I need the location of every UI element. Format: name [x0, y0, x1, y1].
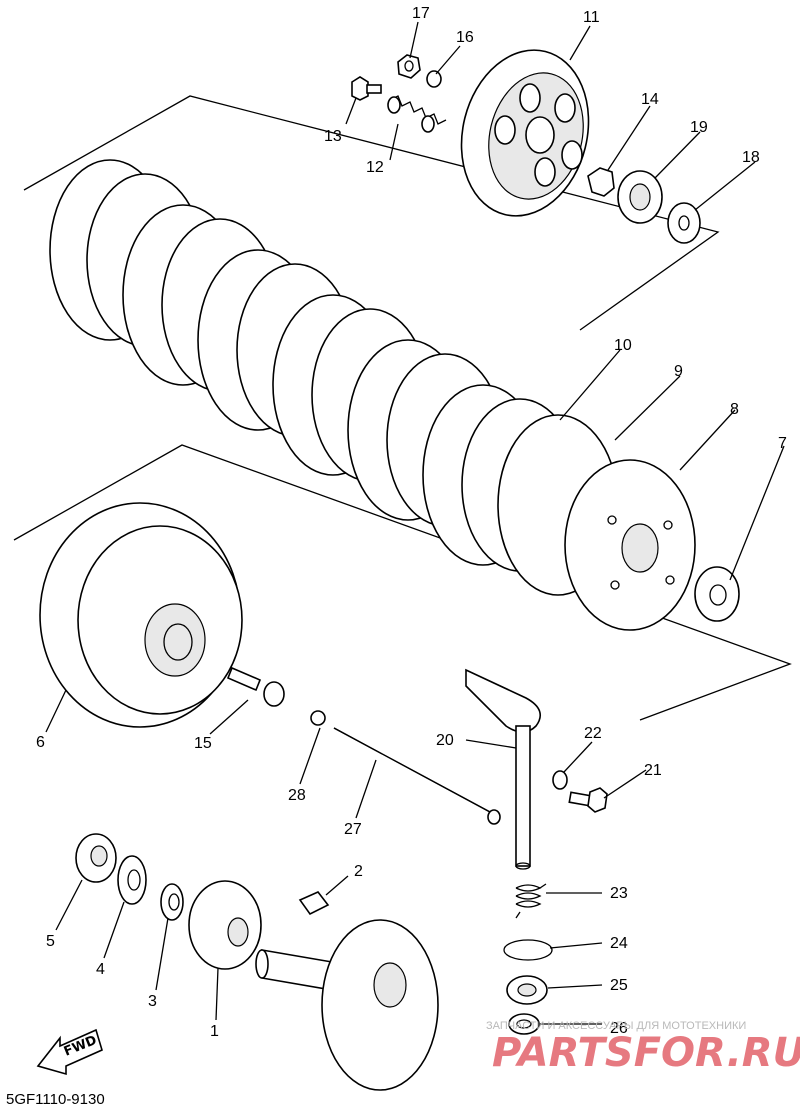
- crankshaft: [255, 919, 439, 1091]
- callout-6: 6: [36, 734, 45, 751]
- key-2: [298, 891, 330, 916]
- bearing-26: [508, 1013, 540, 1035]
- bolt-21: [568, 787, 608, 813]
- callout-27: 27: [344, 821, 362, 838]
- callout-2: 2: [354, 863, 363, 880]
- push-lever-shaft-20: [465, 668, 542, 870]
- callout-24: 24: [610, 935, 628, 952]
- diagram-code: 5GF1110-9130: [6, 1091, 105, 1108]
- ball-28: [310, 710, 326, 726]
- callout-10: 10: [614, 337, 632, 354]
- callout-23: 23: [610, 885, 628, 902]
- callout-18: 18: [742, 149, 760, 166]
- lock-washer-14: [587, 167, 615, 197]
- friction-plate-stack: [49, 159, 619, 596]
- callout-21: 21: [644, 762, 662, 779]
- callout-16: 16: [456, 29, 474, 46]
- callout-9: 9: [674, 363, 683, 380]
- clutch-housing: [39, 502, 243, 728]
- callout-7: 7: [778, 435, 787, 452]
- push-rod-piece-18: [667, 202, 701, 244]
- callout-28: 28: [288, 787, 306, 804]
- watermark-brand: PARTSFOR.RU: [492, 1030, 800, 1076]
- callout-15: 15: [194, 735, 212, 752]
- bearing-19: [617, 170, 663, 224]
- callout-12: 12: [366, 159, 384, 176]
- callout-4: 4: [96, 961, 105, 978]
- lock-washer-4: [117, 855, 147, 905]
- callout-13: 13: [324, 128, 342, 145]
- callout-5: 5: [46, 933, 55, 950]
- callout-25: 25: [610, 977, 628, 994]
- callout-17: 17: [412, 5, 430, 22]
- bolt-13: [351, 76, 382, 101]
- oil-seal-25: [506, 975, 548, 1005]
- spring-12: [387, 95, 447, 133]
- primary-drive-gear-1: [188, 880, 262, 970]
- fwd-arrow-icon: FWD: [36, 1028, 103, 1076]
- callout-20: 20: [436, 732, 454, 749]
- upper-group-outline: [23, 95, 720, 331]
- callout-22: 22: [584, 725, 602, 742]
- washer-22: [552, 770, 568, 790]
- callout-19: 19: [690, 119, 708, 136]
- watermark: ЗАПЧАСТИ И АКСЕССУАРЫ ДЛЯ МОТОТЕХНИКИ PA…: [486, 1020, 800, 1076]
- washer-16: [426, 70, 442, 88]
- callout-14: 14: [641, 91, 659, 108]
- push-rod-27: [333, 727, 501, 825]
- callout-3: 3: [148, 993, 157, 1010]
- leader-lines: [45, 21, 785, 1025]
- nut-17: [397, 54, 421, 79]
- callout-26: 26: [610, 1020, 628, 1037]
- circlip-24: [503, 939, 553, 961]
- callout-11: 11: [583, 9, 600, 26]
- nut-5: [75, 833, 117, 883]
- callout-labels: 17 16 11 13 12 14 19 18 10 9 8 7 6 15 28…: [36, 5, 787, 1040]
- callout-1: 1: [210, 1023, 219, 1040]
- callout-8: 8: [730, 401, 739, 418]
- watermark-tagline: ЗАПЧАСТИ И АКСЕССУАРЫ ДЛЯ МОТОТЕХНИКИ: [486, 1020, 746, 1032]
- lock-washer-7: [694, 566, 740, 622]
- spring-23: [515, 883, 547, 919]
- clutch-boss: [564, 459, 696, 631]
- shoulder-bolt-15: [226, 666, 285, 707]
- washer-3: [160, 883, 184, 921]
- pressure-plate: [460, 49, 590, 217]
